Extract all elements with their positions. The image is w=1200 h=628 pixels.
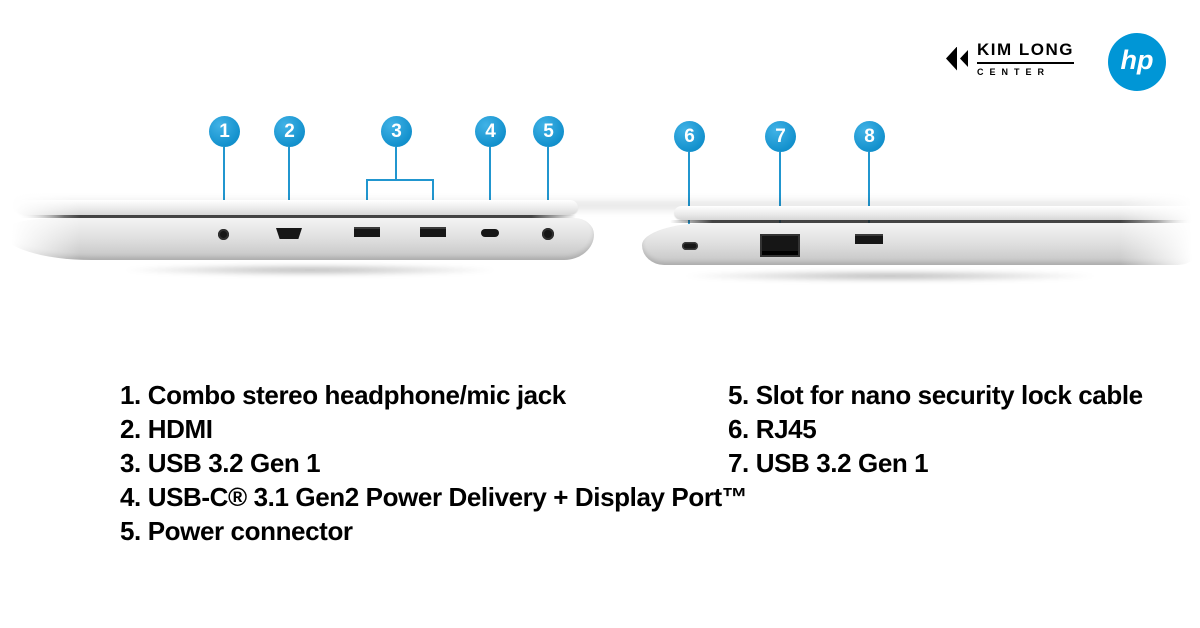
- nano-security-lock-slot: [682, 242, 698, 250]
- legend-item-3: 3. USB 3.2 Gen 1: [120, 448, 321, 478]
- hp-logo-text: hp: [1120, 44, 1154, 75]
- leader-line-8: [868, 152, 870, 230]
- callout-7: 7: [765, 121, 796, 152]
- leader-line-1: [223, 147, 225, 213]
- legend-item-2: 2. HDMI: [120, 414, 213, 444]
- kim-long-chevron-icon: [946, 46, 968, 71]
- chevron-left-small-icon: [960, 50, 968, 67]
- usb-a-port-3: [855, 234, 883, 244]
- usb-a-port-1: [354, 227, 380, 237]
- hp-logo: hp: [1108, 33, 1166, 91]
- leader-line-3-stem: [395, 147, 397, 180]
- left-edge-fade: [0, 186, 80, 296]
- callout-6: 6: [674, 121, 705, 152]
- leader-line-6: [688, 152, 690, 236]
- rj45-port: [760, 234, 800, 257]
- leader-line-5: [547, 147, 549, 205]
- callout-7-number: 7: [775, 125, 786, 147]
- laptop-left-base: [2, 218, 594, 260]
- legend-right-column: 5. Slot for nano security lock cable 6. …: [728, 378, 1143, 480]
- kim-long-name: KIM LONG: [977, 40, 1074, 59]
- legend-item-1: 1. Combo stereo headphone/mic jack: [120, 380, 566, 410]
- legend-left-column: 1. Combo stereo headphone/mic jack 2. HD…: [120, 378, 748, 548]
- callout-6-number: 6: [684, 125, 695, 147]
- laptop-right-shadow: [680, 270, 1100, 282]
- legend-item-6: 5. Slot for nano security lock cable: [728, 380, 1143, 410]
- leader-line-7: [779, 152, 781, 232]
- callout-2-number: 2: [284, 120, 295, 142]
- leader-line-3a: [366, 179, 368, 215]
- leader-line-2: [288, 147, 290, 213]
- callout-5: 5: [533, 116, 564, 147]
- callout-4: 4: [475, 116, 506, 147]
- callout-4-number: 4: [485, 120, 496, 142]
- legend-item-5: 5. Power connector: [120, 516, 353, 546]
- callout-3: 3: [381, 116, 412, 147]
- callout-3-number: 3: [391, 120, 402, 142]
- laptop-left-shadow: [120, 264, 500, 276]
- laptop-left-lid: [16, 200, 578, 215]
- chevron-left-icon: [946, 46, 957, 71]
- legend-item-4: 4. USB-C® 3.1 Gen2 Power Delivery + Disp…: [120, 482, 748, 512]
- usb-a-port-2: [420, 227, 446, 237]
- kim-long-divider: [977, 62, 1074, 64]
- kim-long-center-logo: KIM LONG CENTER: [946, 40, 1074, 77]
- right-edge-fade: [1120, 186, 1200, 296]
- leader-line-3b: [432, 179, 434, 215]
- kim-long-wordmark: KIM LONG CENTER: [977, 40, 1074, 77]
- legend-item-8: 7. USB 3.2 Gen 1: [728, 448, 929, 478]
- legend-item-7: 6. RJ45: [728, 414, 817, 444]
- leader-line-3-bar: [366, 179, 434, 181]
- usb-c-port: [481, 229, 499, 237]
- callout-1-number: 1: [219, 120, 230, 142]
- hdmi-port: [276, 228, 302, 239]
- callout-2: 2: [274, 116, 305, 147]
- callout-8: 8: [854, 121, 885, 152]
- laptop-right-seam: [670, 220, 1200, 223]
- callout-5-number: 5: [543, 120, 554, 142]
- laptop-right-lid: [674, 206, 1200, 220]
- callout-1: 1: [209, 116, 240, 147]
- kim-long-subtitle: CENTER: [977, 67, 1051, 77]
- laptop-left-seam: [20, 215, 576, 218]
- callout-8-number: 8: [864, 125, 875, 147]
- leader-line-4: [489, 147, 491, 207]
- laptop-left-side-view: [0, 196, 600, 291]
- laptop-right-base: [642, 223, 1200, 265]
- headphone-jack-port: [218, 229, 229, 240]
- power-connector-port: [542, 228, 554, 240]
- laptop-right-side-view: [640, 200, 1200, 295]
